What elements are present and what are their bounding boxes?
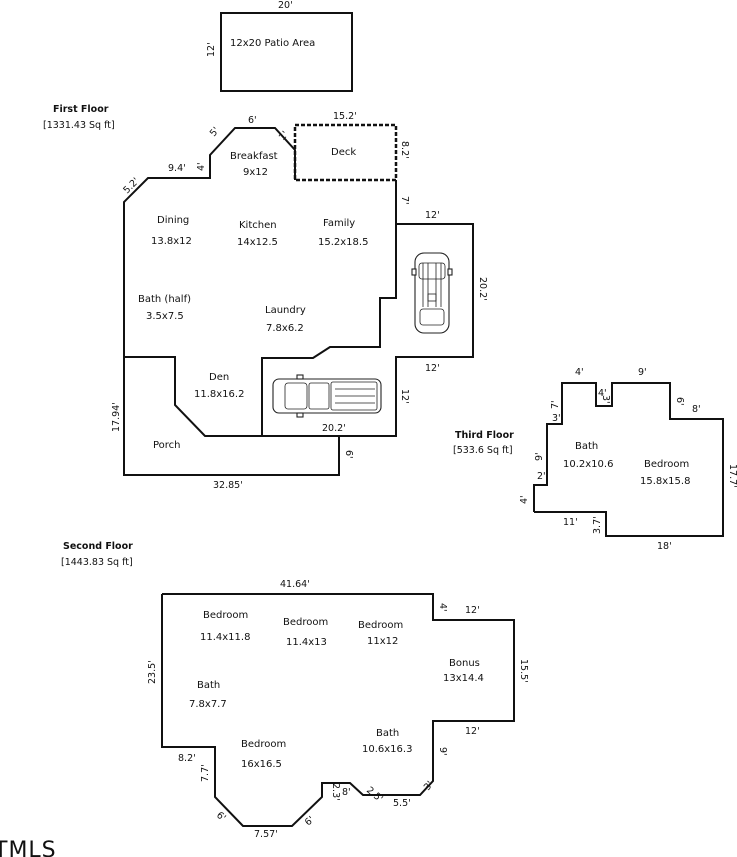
second-dim-5-5: 5.5' xyxy=(393,798,411,809)
second-floor-area: [1443.83 Sq ft] xyxy=(61,557,133,568)
bath-half-size: 3.5x7.5 xyxy=(146,311,184,322)
second-dim-2-3: 2.3' xyxy=(330,783,341,801)
first-floor-area: [1331.43 Sq ft] xyxy=(43,120,115,131)
third-bedroom-size: 15.8x15.8 xyxy=(640,476,690,487)
bath-half-label: Bath (half) xyxy=(138,294,191,305)
third-floor-plan: Bath 10.2x10.6 Bedroom 15.8x15.8 4' 9' 7… xyxy=(519,367,737,552)
third-floor-title: Third Floor xyxy=(455,430,514,441)
third-dim-4-notch: 4' xyxy=(598,388,607,399)
dim-12-bottom: 12' xyxy=(425,363,440,374)
third-bath-label: Bath xyxy=(575,441,598,452)
third-dim-4-left: 4' xyxy=(519,495,530,504)
third-dim-4-top: 4' xyxy=(575,367,584,378)
second-dim-12-top: 12' xyxy=(465,605,480,616)
dim-12-top: 12' xyxy=(425,210,440,221)
second-floor-title: Second Floor xyxy=(63,541,133,552)
third-dim-17-7: 17.7' xyxy=(727,464,737,488)
laundry-size: 7.8x6.2 xyxy=(266,323,304,334)
dim-20-2-side: 20.2' xyxy=(477,277,488,301)
dim-7: 7' xyxy=(399,196,410,205)
bath2-size: 10.6x16.3 xyxy=(362,744,412,755)
dim-32-85: 32.85' xyxy=(213,480,243,491)
third-floor-area: [533.6 Sq ft] xyxy=(453,445,513,456)
second-dim-7-57: 7.57' xyxy=(254,829,278,840)
second-dim-8: 8' xyxy=(342,787,351,798)
bedroom4-size: 16x16.5 xyxy=(241,759,282,770)
breakfast-size: 9x12 xyxy=(243,167,268,178)
third-dim-7: 7' xyxy=(550,400,561,409)
second-dim-6-left: 6' xyxy=(214,810,228,824)
second-dim-7-7: 7.7' xyxy=(200,764,211,782)
bath1-size: 7.8x7.7 xyxy=(189,699,227,710)
second-floor-plan: Bedroom 11.4x11.8 Bedroom 11.4x13 Bedroo… xyxy=(147,579,529,840)
dim-15-2: 15.2' xyxy=(333,111,357,122)
third-dim-18: 18' xyxy=(657,541,672,552)
bedroom3-size: 11x12 xyxy=(367,636,398,647)
second-dim-15-5: 15.5' xyxy=(518,659,529,683)
suv-icon xyxy=(411,252,453,334)
bedroom3-label: Bedroom xyxy=(358,620,403,631)
bedroom1-size: 11.4x11.8 xyxy=(200,632,250,643)
second-dim-2-5: 2.5' xyxy=(364,785,385,805)
third-dim-6: 6' xyxy=(674,397,685,406)
family-label: Family xyxy=(323,218,355,229)
dim-12-vert: 12' xyxy=(399,389,410,404)
bedroom4-label: Bedroom xyxy=(241,739,286,750)
dim-6-porch: 6' xyxy=(343,450,354,459)
third-dim-9-left: 9' xyxy=(534,452,545,461)
laundry-label: Laundry xyxy=(265,305,306,316)
third-bath-size: 10.2x10.6 xyxy=(563,459,613,470)
dim-5-2: 5.2' xyxy=(121,176,141,196)
dim-4: 4' xyxy=(196,162,207,171)
bedroom2-size: 11.4x13 xyxy=(286,637,327,648)
second-dim-9: 9' xyxy=(437,747,448,756)
third-dim-2: 2' xyxy=(537,471,546,482)
first-floor-title: First Floor xyxy=(53,104,109,115)
third-dim-11: 11' xyxy=(563,517,578,528)
bath2-label: Bath xyxy=(376,728,399,739)
deck-label: Deck xyxy=(331,147,356,158)
dim-5: 5' xyxy=(208,125,222,139)
bedroom2-label: Bedroom xyxy=(283,617,328,628)
third-dim-3-7: 3.7' xyxy=(592,516,603,534)
deck-outline xyxy=(293,123,398,182)
third-dim-3: 3' xyxy=(552,413,561,424)
bonus-label: Bonus xyxy=(449,658,480,669)
third-dim-9: 9' xyxy=(638,367,647,378)
dining-size: 13.8x12 xyxy=(151,236,192,247)
third-dim-8: 8' xyxy=(692,404,701,415)
dining-label: Dining xyxy=(157,215,189,226)
den-label: Den xyxy=(209,372,229,383)
bedroom1-label: Bedroom xyxy=(203,610,248,621)
kitchen-size: 14x12.5 xyxy=(237,237,278,248)
patio-dim-top: 20' xyxy=(278,0,293,11)
second-dim-23-5: 23.5' xyxy=(147,660,158,684)
bath1-label: Bath xyxy=(197,680,220,691)
second-dim-6-right: 6' xyxy=(303,814,317,828)
second-dim-12-right: 12' xyxy=(465,726,480,737)
dim-20-2-garage: 20.2' xyxy=(322,423,346,434)
den-size: 11.8x16.2 xyxy=(194,389,244,400)
family-size: 15.2x18.5 xyxy=(318,237,368,248)
first-floor-plan: Breakfast 9x12 Deck Dining 13.8x12 Kitch… xyxy=(111,111,488,491)
kitchen-label: Kitchen xyxy=(239,220,277,231)
patio-label: 12x20 Patio Area xyxy=(230,38,315,49)
patio-area: 12x20 Patio Area 20' 12' xyxy=(206,0,353,92)
pickup-truck-icon xyxy=(272,374,382,418)
third-bedroom-label: Bedroom xyxy=(644,459,689,470)
porch-label: Porch xyxy=(153,440,181,451)
watermark-logo: TMLS xyxy=(0,838,57,857)
third-dim-3-notch: 3' xyxy=(600,395,611,404)
breakfast-label: Breakfast xyxy=(230,151,278,162)
patio-dim-left: 12' xyxy=(206,42,217,57)
dim-17-94: 17.94' xyxy=(111,402,122,432)
dim-9-4: 9.4' xyxy=(168,163,186,174)
dim-8-2: 8.2' xyxy=(399,141,410,159)
second-dim-41-64: 41.64' xyxy=(280,579,310,590)
second-dim-4: 4' xyxy=(437,603,448,612)
dim-6: 6' xyxy=(248,115,257,126)
bonus-size: 13x14.4 xyxy=(443,673,484,684)
second-dim-8-2: 8.2' xyxy=(178,753,196,764)
